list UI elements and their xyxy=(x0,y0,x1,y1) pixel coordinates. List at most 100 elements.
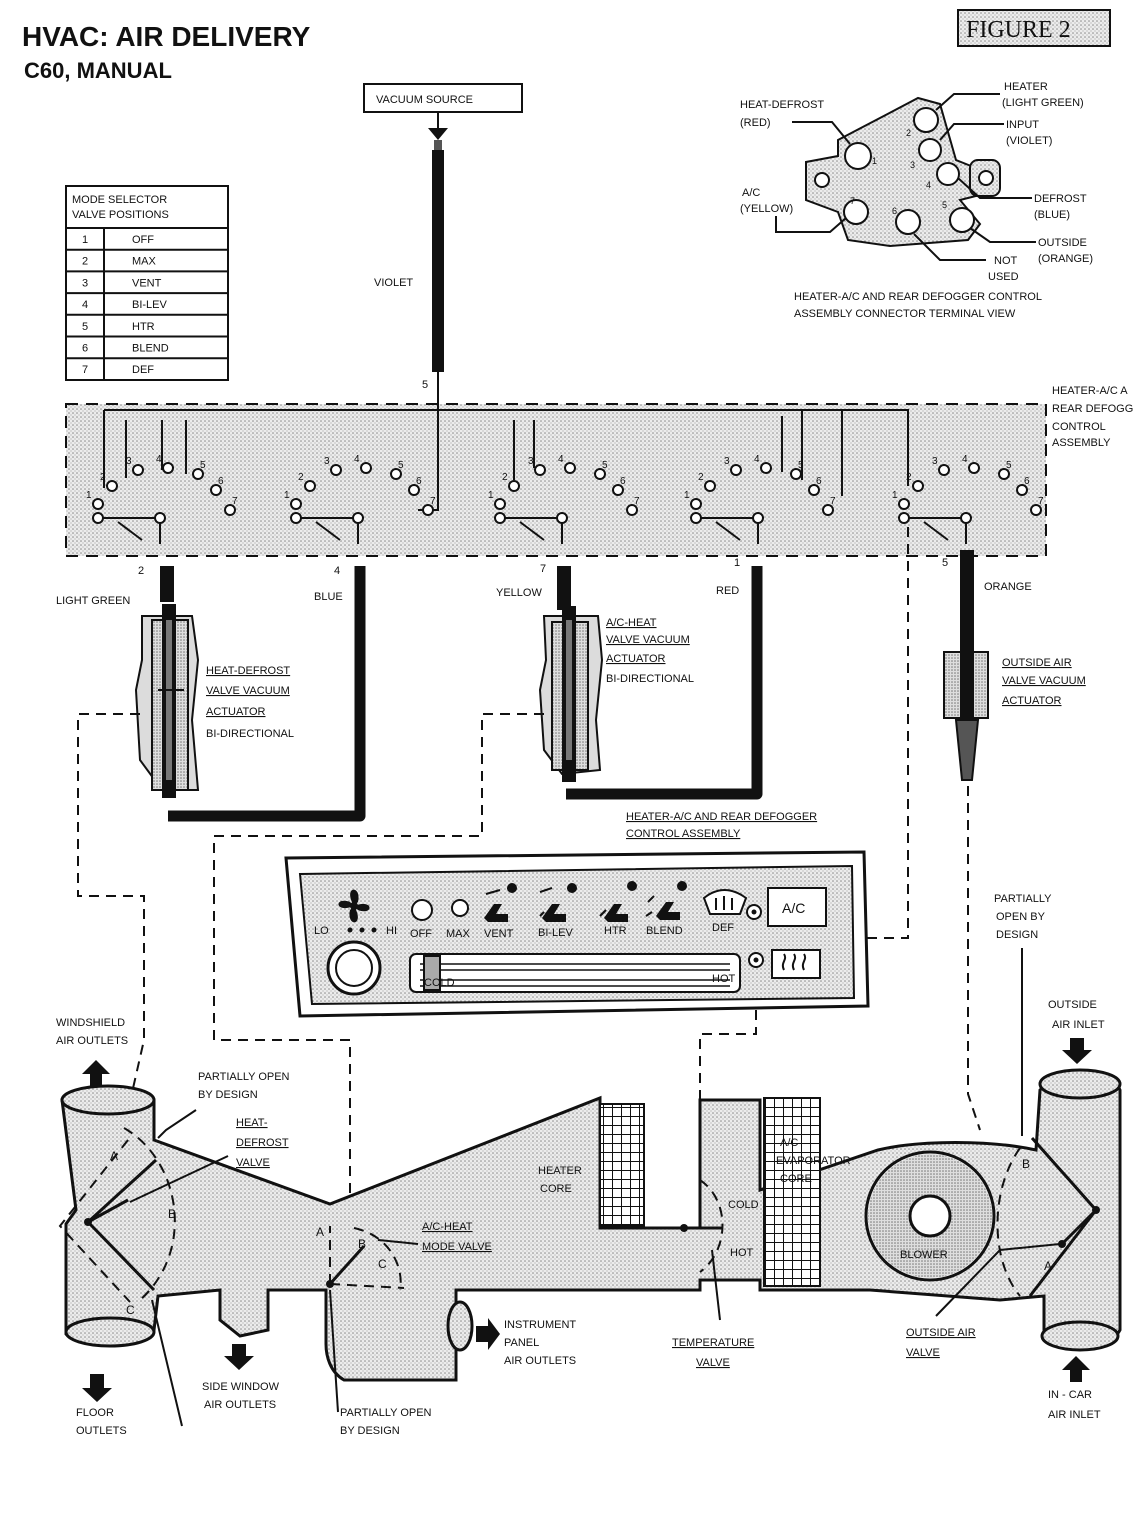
vent-button[interactable] xyxy=(484,883,517,922)
connector-ac-label: A/C xyxy=(742,187,760,199)
valve-port xyxy=(912,480,924,492)
valve-port-number: 7 xyxy=(830,496,836,507)
svg-text:BY DESIGN: BY DESIGN xyxy=(340,1425,400,1437)
valve-pivot xyxy=(290,512,302,524)
defrost-icon[interactable] xyxy=(702,889,748,915)
vacuum-source-label: VACUUM SOURCE xyxy=(376,94,473,106)
light-green-hose xyxy=(160,566,174,602)
valve-port-number: 3 xyxy=(528,456,534,467)
valve-port-number: 3 xyxy=(126,456,132,467)
connector-input-label: INPUT xyxy=(1006,119,1039,131)
vacuum-source-box xyxy=(363,83,523,113)
connector-caption-1: HEATER-A/C AND REAR DEFOGGER CONTROL xyxy=(794,291,1042,303)
valve-port-number: 4 xyxy=(754,454,760,465)
valve-port-number: 6 xyxy=(816,476,822,487)
valve-pivot xyxy=(898,512,910,524)
connector-pin-7 xyxy=(843,199,869,225)
partially-open-bottom-label-1: PARTIALLY OPEN xyxy=(340,1407,432,1419)
bi-lev-button[interactable] xyxy=(539,883,577,922)
max-label: MAX xyxy=(446,928,471,940)
in-car-air-inlet-arrow xyxy=(1062,1356,1090,1382)
rear-defogger-button[interactable] xyxy=(771,949,821,979)
svg-text:(RED): (RED) xyxy=(740,117,771,129)
valve-port-number: 2 xyxy=(906,472,912,483)
valve-port-number: 3 xyxy=(324,456,330,467)
valve-output-port xyxy=(752,512,764,524)
in-car-inlet-label-1: IN - CAR xyxy=(1048,1389,1092,1401)
valve-port-number: 1 xyxy=(284,490,290,501)
mode-table-header-1: MODE SELECTOR xyxy=(72,194,167,206)
valve-port-number: 5 xyxy=(200,460,206,471)
svg-text:ACTUATOR: ACTUATOR xyxy=(606,653,666,665)
svg-text:CORE: CORE xyxy=(540,1183,572,1195)
svg-text:OPEN BY: OPEN BY xyxy=(996,911,1046,923)
svg-text:MODE VALVE: MODE VALVE xyxy=(422,1241,492,1253)
valve-pivot xyxy=(690,512,702,524)
valve-port xyxy=(92,498,104,510)
valve-port-number: 3 xyxy=(932,456,938,467)
connector-heat-defrost-label: HEAT-DEFROST xyxy=(740,99,824,111)
outside-air-inlet-arrow xyxy=(1062,1038,1092,1064)
blend-button[interactable] xyxy=(645,881,687,920)
valve-port xyxy=(760,462,772,474)
mode-table-label: MAX xyxy=(132,256,157,268)
connector-defrost-label: DEFROST xyxy=(1034,193,1087,205)
valve-port xyxy=(968,462,980,474)
svg-text:5: 5 xyxy=(942,200,947,210)
valve-output-port xyxy=(352,512,364,524)
valve-port xyxy=(938,464,950,476)
mode-table-number: 3 xyxy=(82,277,88,289)
temperature-valve-label-1: TEMPERATURE xyxy=(672,1337,754,1349)
valve-port xyxy=(534,464,546,476)
svg-text:(ORANGE): (ORANGE) xyxy=(1038,253,1093,265)
valve-output-port xyxy=(154,512,166,524)
valve-port-number: 2 xyxy=(100,472,106,483)
connector-not-used-label: NOT xyxy=(994,255,1018,267)
max-button[interactable] xyxy=(451,899,469,917)
svg-text:VALVE VACUUM: VALVE VACUUM xyxy=(606,634,690,646)
heater-core-label-1: HEATER xyxy=(538,1165,582,1177)
svg-text:REAR DEFOGG: REAR DEFOGG xyxy=(1052,403,1133,415)
svg-text:CONTROL: CONTROL xyxy=(1052,421,1106,433)
valve-port xyxy=(1030,504,1042,516)
valve-port-number: 1 xyxy=(488,490,494,501)
valve-port-number: 7 xyxy=(634,496,640,507)
light-green-hose-label: LIGHT GREEN xyxy=(56,595,130,607)
htr-button[interactable] xyxy=(599,881,637,922)
connector-caption-2: ASSEMBLY CONNECTOR TERMINAL VIEW xyxy=(794,308,1016,320)
valve-port-number: 5 xyxy=(602,460,608,471)
orange-hose-label: ORANGE xyxy=(984,581,1032,593)
valve-port xyxy=(508,480,520,492)
heater-core xyxy=(599,1103,645,1227)
valve-port xyxy=(704,480,716,492)
mode-table-number: 7 xyxy=(82,364,88,376)
valve-port xyxy=(564,462,576,474)
connector-pin-3 xyxy=(918,138,942,162)
svg-text:ASSEMBLY: ASSEMBLY xyxy=(1052,437,1111,449)
svg-text:AIR INLET: AIR INLET xyxy=(1052,1019,1105,1031)
side-window-label-1: SIDE WINDOW xyxy=(202,1381,280,1393)
valve-port xyxy=(626,504,638,516)
temperature-slider-knob[interactable] xyxy=(423,955,441,991)
connector-pin-2 xyxy=(913,107,939,133)
red-hose-number: 1 xyxy=(734,557,740,569)
valve-port-number: 6 xyxy=(1024,476,1030,487)
orange-hose-number: 5 xyxy=(942,557,948,569)
mode-table-label: DEF xyxy=(132,364,154,376)
bi-lev-label: BI-LEV xyxy=(538,927,574,939)
valve-port xyxy=(612,484,624,496)
page-subtitle: C60, MANUAL xyxy=(24,58,172,83)
red-hose-label: RED xyxy=(716,585,739,597)
off-button[interactable] xyxy=(411,899,433,921)
outside-air-inlet-label-1: OUTSIDE xyxy=(1048,999,1097,1011)
page-title: HVAC: AIR DELIVERY xyxy=(22,21,311,52)
svg-text:VALVE: VALVE xyxy=(236,1157,270,1169)
valve-port-number: 5 xyxy=(398,460,404,471)
valve-port xyxy=(1016,484,1028,496)
valve-port xyxy=(730,464,742,476)
violet-hose-label: VIOLET xyxy=(374,277,413,289)
svg-text:6: 6 xyxy=(892,206,897,216)
ac-button[interactable] xyxy=(767,887,827,927)
connector-pin-6 xyxy=(895,209,921,235)
valve-port xyxy=(330,464,342,476)
